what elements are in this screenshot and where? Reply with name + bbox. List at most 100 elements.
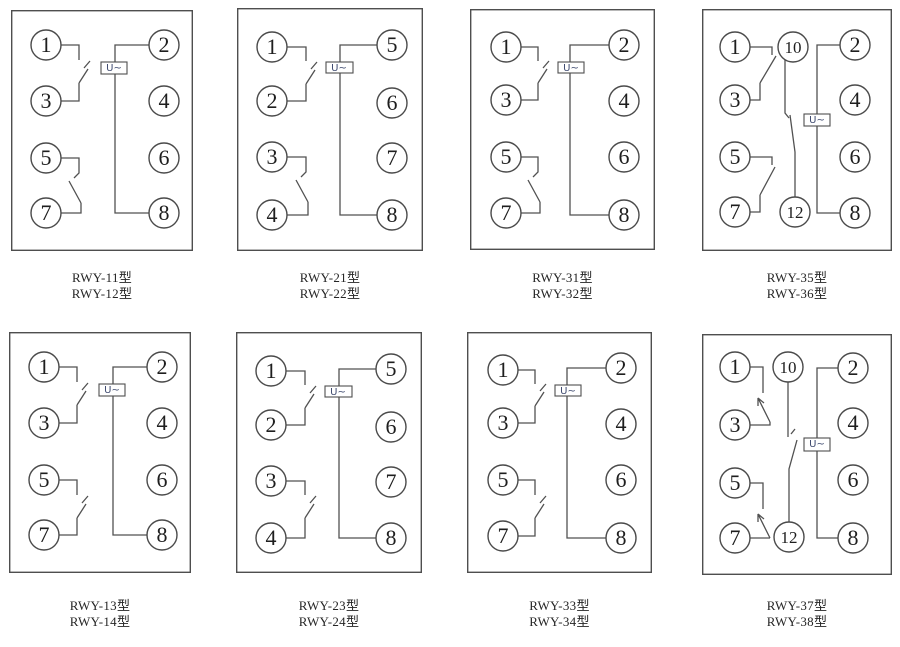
terminal-8: 8 [837,522,869,554]
terminal-10: 10 [772,351,804,383]
terminal-circle [255,465,287,497]
contact-1-3 [750,46,777,101]
terminal-number: 8 [387,202,398,227]
caption-line: RWY-32型 [532,285,593,301]
terminal-number: 7 [386,469,397,494]
contact-1-2 [286,370,317,426]
coil-wire-2-8 [569,44,609,216]
coil-symbol: U~ [803,113,831,127]
caption-rwy-37-38: RWY-37型 RWY-38型 [702,598,892,629]
terminal-number: 4 [266,525,277,550]
terminal-6: 6 [605,464,637,496]
terminal-circle [28,519,60,551]
terminal-number: 2 [159,32,170,57]
terminal-number: 8 [616,525,627,550]
coil-label: U~ [106,63,122,74]
terminal-circle [490,31,522,63]
terminal-7: 7 [719,196,751,228]
caption-line: RWY-22型 [299,285,361,301]
terminal-circle [608,141,640,173]
terminal-7: 7 [376,142,408,174]
contact-1-2 [287,46,318,102]
caption-line: RWY-31型 [532,270,593,285]
terminal-circle [719,351,751,383]
terminal-number: 7 [498,523,509,548]
terminal-number: 8 [850,200,861,225]
coil-symbol: U~ [803,437,831,452]
contact-3-4 [286,480,317,539]
terminal-1: 1 [487,354,519,386]
caption-line: RWY-33型 [529,598,590,613]
terminal-number: 2 [850,32,861,57]
terminal-circle [375,466,407,498]
caption-line: RWY-38型 [766,613,828,629]
terminal-1: 1 [255,355,287,387]
diagram-rwy-31-32: U~ 1 3 5 7 2 4 6 8 [470,9,655,250]
terminal-number: 4 [850,87,861,112]
terminal-number: 6 [619,144,630,169]
terminal-circle [28,464,60,496]
terminal-5: 5 [719,467,751,499]
terminal-number: 4 [848,410,859,435]
terminal-circle [376,87,408,119]
terminal-circle [487,407,519,439]
terminal-circle [375,353,407,385]
terminal-number: 5 [39,467,50,492]
terminal-circle [605,522,637,554]
terminal-circle [837,407,869,439]
relay-outline [467,332,652,573]
terminal-number: 3 [501,87,512,112]
terminal-4: 4 [148,85,180,117]
terminal-3: 3 [487,407,519,439]
coil-wire-2-8 [112,366,147,536]
terminal-7: 7 [487,520,519,552]
terminal-circle [837,352,869,384]
contact-5-7 [521,156,541,214]
terminal-number: 8 [157,522,168,547]
terminal-circle [719,84,751,116]
caption-rwy-23-24: RWY-23型 RWY-24型 [236,598,422,629]
coil-box [324,385,353,398]
wiring-drawing-rwy-31-32: U~ 1 3 5 7 2 4 6 8 [470,9,655,250]
terminal-1: 1 [30,29,62,61]
relay-outline [11,10,193,251]
terminal-5: 5 [375,353,407,385]
terminal-number: 10 [785,38,802,57]
caption-line: RWY-12型 [71,285,133,301]
terminal-8: 8 [146,519,178,551]
terminal-circle [376,199,408,231]
terminal-5: 5 [487,464,519,496]
coil-label: U~ [809,115,825,126]
contact-10-12 [784,60,796,197]
caption-rwy-13-14: RWY-13型 RWY-14型 [9,598,191,629]
terminal-8: 8 [375,522,407,554]
terminal-number: 2 [619,32,630,57]
coil-wire-5-8 [338,368,376,539]
terminal-number: 5 [730,470,741,495]
terminal-number: 7 [41,200,52,225]
terminal-circle [719,31,751,63]
coil-wire-2-8 [114,44,149,214]
terminal-number: 4 [616,411,627,436]
contact-3-4 [287,156,309,216]
terminal-circle [148,85,180,117]
terminal-number: 1 [730,354,741,379]
terminal-circle [30,197,62,229]
terminal-circle [487,520,519,552]
terminal-number: 2 [848,355,859,380]
coil-box [557,61,585,74]
terminal-circle [719,409,751,441]
caption-rwy-35-36: RWY-35型 RWY-36型 [702,270,892,301]
terminal-7: 7 [375,466,407,498]
coil-symbol: U~ [325,61,354,74]
caption-rwy-21-22: RWY-21型 RWY-22型 [237,270,423,301]
terminal-number: 6 [157,467,168,492]
terminal-circle [487,354,519,386]
coil-label: U~ [331,63,347,74]
terminal-circle [719,196,751,228]
terminal-circle [490,84,522,116]
terminal-circle [148,142,180,174]
diagram-rwy-21-22: U~ 1 2 3 4 5 6 7 8 [237,8,423,251]
terminal-circle [256,85,288,117]
contact-1-3 [750,366,771,426]
